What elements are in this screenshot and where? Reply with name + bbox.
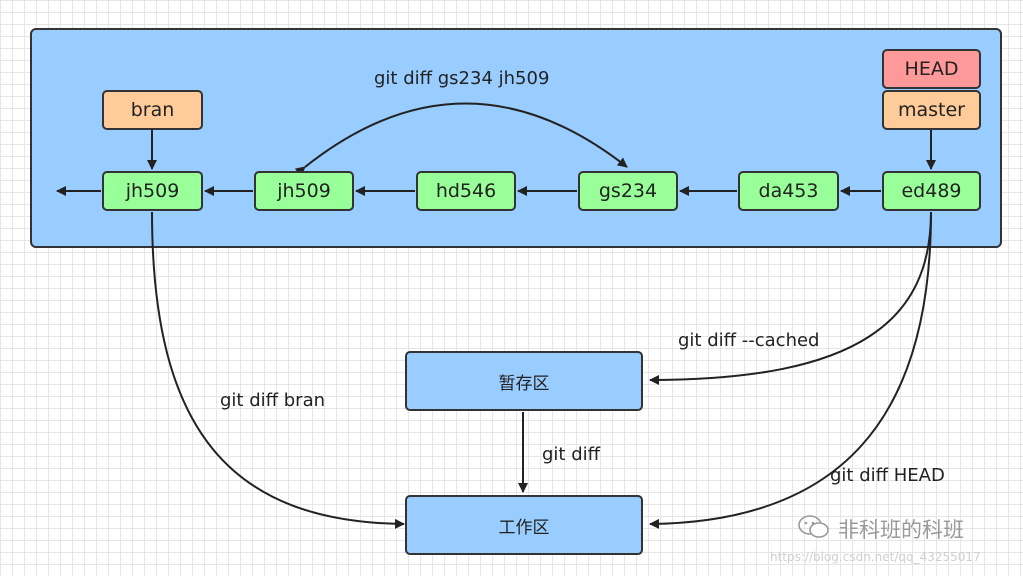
commit-jh509-branch: jh509 [102,171,203,211]
watermark-url: https://blog.csdn.net/qq_43255017 [770,550,981,564]
staging-area: 暂存区 [405,351,643,411]
diff-bran-curve [151,211,405,529]
commit-jh509: jh509 [254,171,354,211]
commit-gs234: gs234 [578,171,678,211]
diff-cached-curve [649,211,932,385]
repository-container [30,28,1002,248]
commit-hd546: hd546 [416,171,516,211]
diff-head-curve [649,211,932,529]
diff-commits-curve [294,102,628,177]
label-diff-bran: git diff bran [220,390,326,411]
label-diff-head: git diff HEAD [830,465,945,486]
commit-ed489: ed489 [882,171,981,211]
branch-ref-bran: bran [102,90,203,130]
head-ref: HEAD [882,49,981,89]
wechat-icon [798,515,829,538]
label-diff: git diff [542,444,601,465]
working-area: 工作区 [405,495,643,555]
commit-da453: da453 [738,171,839,211]
label-diff-commits: git diff gs234 jh509 [374,68,550,89]
label-diff-cached: git diff --cached [678,330,820,351]
master-ref: master [882,90,981,130]
watermark-brand: 非科班的科班 [838,518,964,542]
